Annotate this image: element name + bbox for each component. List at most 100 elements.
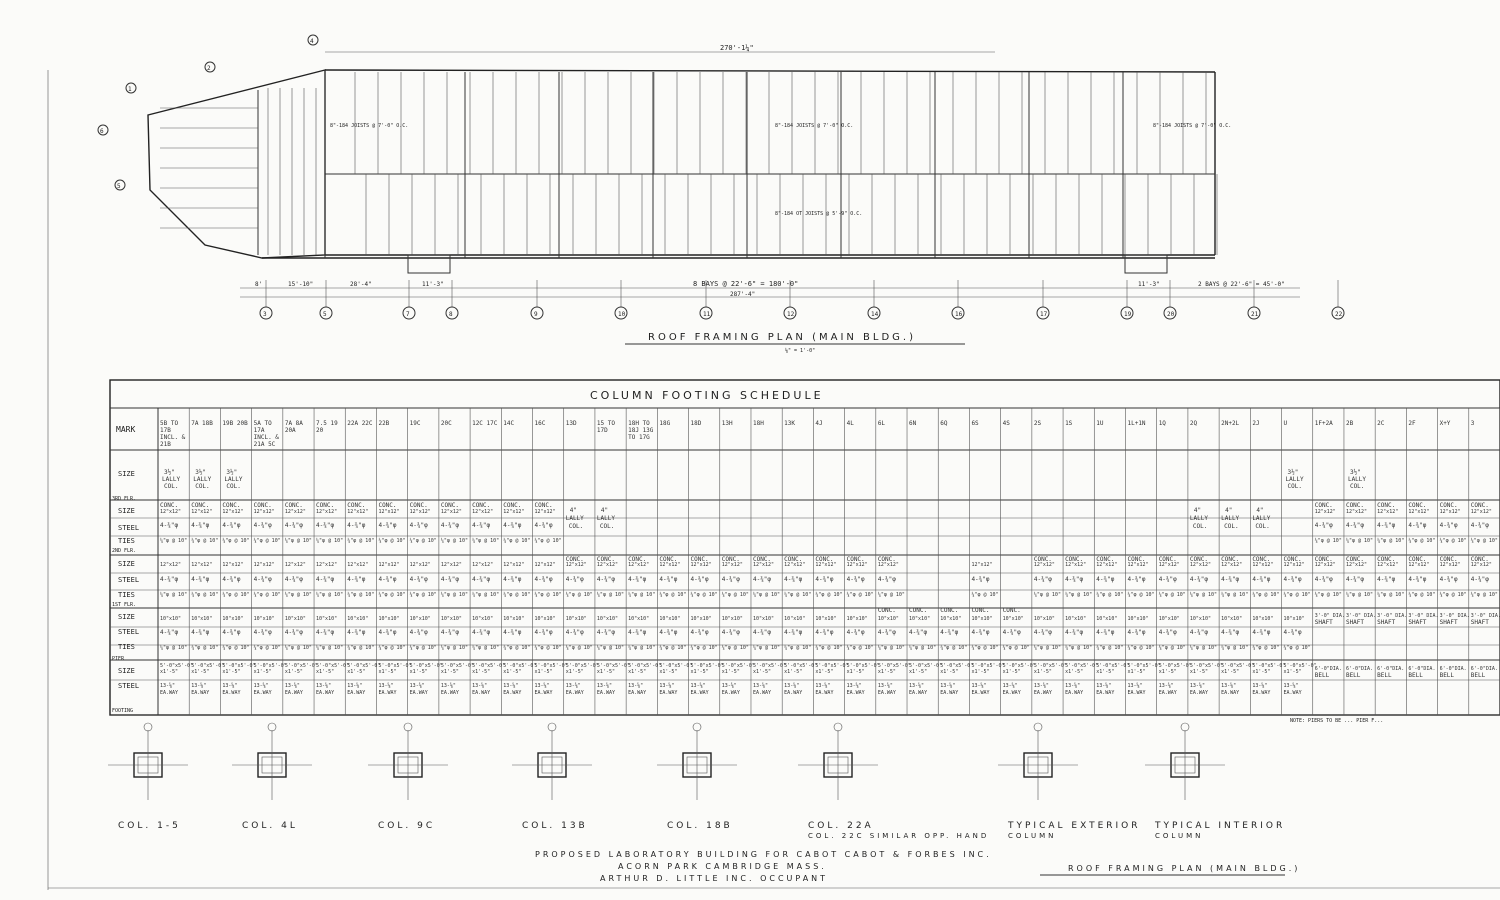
svg-text:4-¾"φ: 4-¾"φ [378,629,396,636]
svg-text:12"x12": 12"x12" [285,562,306,568]
svg-text:13-⅝": 13-⅝" [847,682,862,689]
svg-text:x1'-5": x1'-5" [628,669,646,675]
svg-text:¼"φ @ 10": ¼"φ @ 10" [1221,592,1248,598]
svg-text:COL.: COL. [226,483,240,490]
svg-text:4-¾"φ: 4-¾"φ [503,522,521,529]
svg-text:12"x12": 12"x12" [971,562,992,568]
svg-text:4-¾"φ: 4-¾"φ [971,629,989,636]
svg-text:CONC.: CONC. [1315,502,1333,509]
svg-text:6'-0"DIA.: 6'-0"DIA. [1346,666,1373,672]
row-label: SIZE [118,470,135,478]
svg-text:4-¾"φ: 4-¾"φ [1065,629,1083,636]
main-outline [324,69,1216,256]
svg-text:¼"φ @ 10": ¼"φ @ 10" [722,592,749,598]
title-line-2: ACORN PARK CAMBRIDGE MASS. [618,862,827,871]
svg-text:4-¾"φ: 4-¾"φ [597,576,615,583]
svg-text:LALLY: LALLY [597,515,615,522]
svg-text:5'-0"x5'-0": 5'-0"x5'-0" [940,663,973,669]
svg-text:x1'-5": x1'-5" [1034,669,1052,675]
svg-text:4-¾"φ: 4-¾"φ [597,629,615,636]
floor-label: FOOTING [112,708,133,714]
svg-text:13-⅝": 13-⅝" [503,682,518,689]
svg-text:12"x12": 12"x12" [1440,562,1461,568]
svg-text:¼"φ @ 10": ¼"φ @ 10" [691,592,718,598]
svg-text:13-⅝": 13-⅝" [691,682,706,689]
svg-text:12"x12": 12"x12" [441,509,462,515]
svg-text:12"x12": 12"x12" [1252,562,1273,568]
svg-text:4-¾"φ: 4-¾"φ [160,629,178,636]
svg-text:¼"φ @ 10": ¼"φ @ 10" [1127,592,1154,598]
svg-text:5'-0"x5'-0": 5'-0"x5'-0" [1096,663,1129,669]
svg-text:13-⅝": 13-⅝" [1127,682,1142,689]
svg-text:4-¾"φ: 4-¾"φ [441,629,459,636]
svg-text:12"x12": 12"x12" [1034,562,1055,568]
svg-text:¼"φ @ 10": ¼"φ @ 10" [566,645,593,651]
svg-text:¼"φ @ 10": ¼"φ @ 10" [316,538,343,544]
svg-text:12"x12": 12"x12" [1315,509,1336,515]
mark-header: 7A 8A [285,420,303,427]
svg-text:10"x10": 10"x10" [191,616,212,622]
joist-note-upper: 8"-184 JOISTS @ 7'-0" O.C. [775,123,853,129]
svg-text:LALLY: LALLY [1286,476,1304,483]
grid-bubble-label: 10 [618,311,626,318]
svg-text:¼"φ @ 10": ¼"φ @ 10" [410,645,437,651]
mark-header: 19B 20B [222,420,248,427]
svg-text:4-¾"φ: 4-¾"φ [1221,629,1239,636]
svg-text:12"x12": 12"x12" [472,509,493,515]
svg-text:COL.: COL. [1255,523,1269,530]
svg-text:¼"φ @ 10": ¼"φ @ 10" [1159,592,1186,598]
svg-text:EA.WAY: EA.WAY [753,690,771,696]
svg-text:4-¾"φ: 4-¾"φ [784,629,802,636]
svg-text:x1'-5": x1'-5" [1127,669,1145,675]
svg-text:13-⅝": 13-⅝" [1159,682,1174,689]
svg-text:EA.WAY: EA.WAY [909,690,927,696]
svg-text:¼"φ @ 10": ¼"φ @ 10" [347,645,374,651]
svg-text:12"x12": 12"x12" [378,509,399,515]
svg-text:x1'-5": x1'-5" [722,669,740,675]
svg-text:5'-0"x5'-0": 5'-0"x5'-0" [971,663,1004,669]
svg-text:5'-0"x5'-0": 5'-0"x5'-0" [1252,663,1285,669]
svg-text:¼"φ @ 10": ¼"φ @ 10" [1034,645,1061,651]
svg-text:EA.WAY: EA.WAY [815,690,833,696]
svg-text:¼"φ @ 10": ¼"φ @ 10" [722,645,749,651]
svg-text:CONC.: CONC. [815,556,833,563]
svg-text:¼"φ @ 10": ¼"φ @ 10" [347,592,374,598]
grid-bubble [1247,306,1261,320]
svg-text:x1'-5": x1'-5" [878,669,896,675]
svg-text:EA.WAY: EA.WAY [566,690,584,696]
svg-text:¼"φ @ 10": ¼"φ @ 10" [1408,592,1435,598]
svg-text:4-¾"φ: 4-¾"φ [1190,576,1208,583]
svg-text:BELL: BELL [1440,672,1455,679]
mark-header: 5A TO [254,420,272,427]
svg-text:4-¾"φ: 4-¾"φ [1346,576,1364,583]
svg-text:12"x12": 12"x12" [1408,509,1429,515]
svg-text:13-⅝": 13-⅝" [597,682,612,689]
row-label: TIES [118,591,135,599]
svg-text:5'-0"x5'-0": 5'-0"x5'-0" [659,663,692,669]
joist-note-lower: 8"-184 OT JOISTS @ 5'-9" O.C. [775,211,862,217]
svg-text:13-⅝": 13-⅝" [1221,682,1236,689]
mark-header: 1S [1065,420,1073,427]
svg-text:¼"φ @ 10": ¼"φ @ 10" [815,645,842,651]
joist-note-left: 8"-184 JOISTS @ 7'-0" O.C. [330,123,408,129]
mark-header: 20A [285,427,296,434]
total-dimension: 287'-4" [730,291,755,298]
mark-header: 17B [160,427,171,434]
svg-text:4-¾"φ: 4-¾"φ [1408,576,1426,583]
svg-text:¼"φ @ 10": ¼"φ @ 10" [378,645,405,651]
svg-text:¼"φ @ 10": ¼"φ @ 10" [535,592,562,598]
svg-text:3'-0" DIA.: 3'-0" DIA. [1440,613,1470,619]
svg-text:4-¾"φ: 4-¾"φ [1346,522,1364,529]
svg-text:13-⅝": 13-⅝" [940,682,955,689]
svg-text:4-¾"φ: 4-¾"φ [285,629,303,636]
svg-text:5'-0"x5'-0": 5'-0"x5'-0" [691,663,724,669]
svg-text:12"x12": 12"x12" [722,562,743,568]
svg-text:x1'-5": x1'-5" [659,669,677,675]
svg-text:EA.WAY: EA.WAY [316,690,334,696]
svg-text:5'-0"x5'-0": 5'-0"x5'-0" [1190,663,1223,669]
svg-text:4-¾"φ: 4-¾"φ [722,629,740,636]
svg-text:4-¾"φ: 4-¾"φ [347,576,365,583]
svg-text:¼"φ @ 10": ¼"φ @ 10" [566,592,593,598]
grid-bubble [1120,306,1134,320]
